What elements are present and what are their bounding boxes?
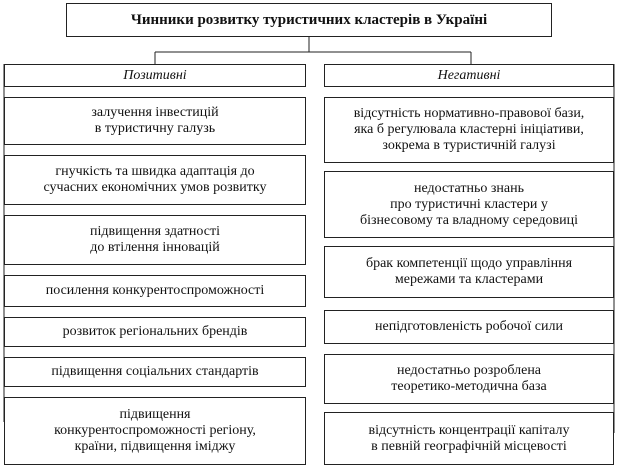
positive-factor: підвищення конкурентоспроможності регіон… [4,397,306,465]
negative-factor: відсутність концентрації капіталу в певн… [324,412,614,465]
negative-factor: недостатньо розроблена теоретико-методич… [324,354,614,404]
positive-factor: посилення конкурентоспроможності [4,275,306,307]
category-positive: Позитивні [4,64,306,87]
category-negative: Негативні [324,64,614,87]
negative-factor: брак компетенції щодо управління мережам… [324,246,614,298]
diagram-title: Чинники розвитку туристичних кластерів в… [66,3,552,37]
negative-factor: відсутність нормативно-правової бази, як… [324,97,614,163]
positive-factor: розвиток регіональних брендів [4,317,306,347]
positive-factor: залучення інвестицій в туристичну галузь [4,97,306,145]
negative-factor: недостатньо знань про туристичні кластер… [324,171,614,238]
positive-factor: підвищення здатності до втілення інновац… [4,215,306,265]
positive-factor: гнучкість та швидка адаптація до сучасни… [4,155,306,205]
positive-factor: підвищення соціальних стандартів [4,357,306,387]
negative-factor: непідготовленість робочої сили [324,310,614,344]
